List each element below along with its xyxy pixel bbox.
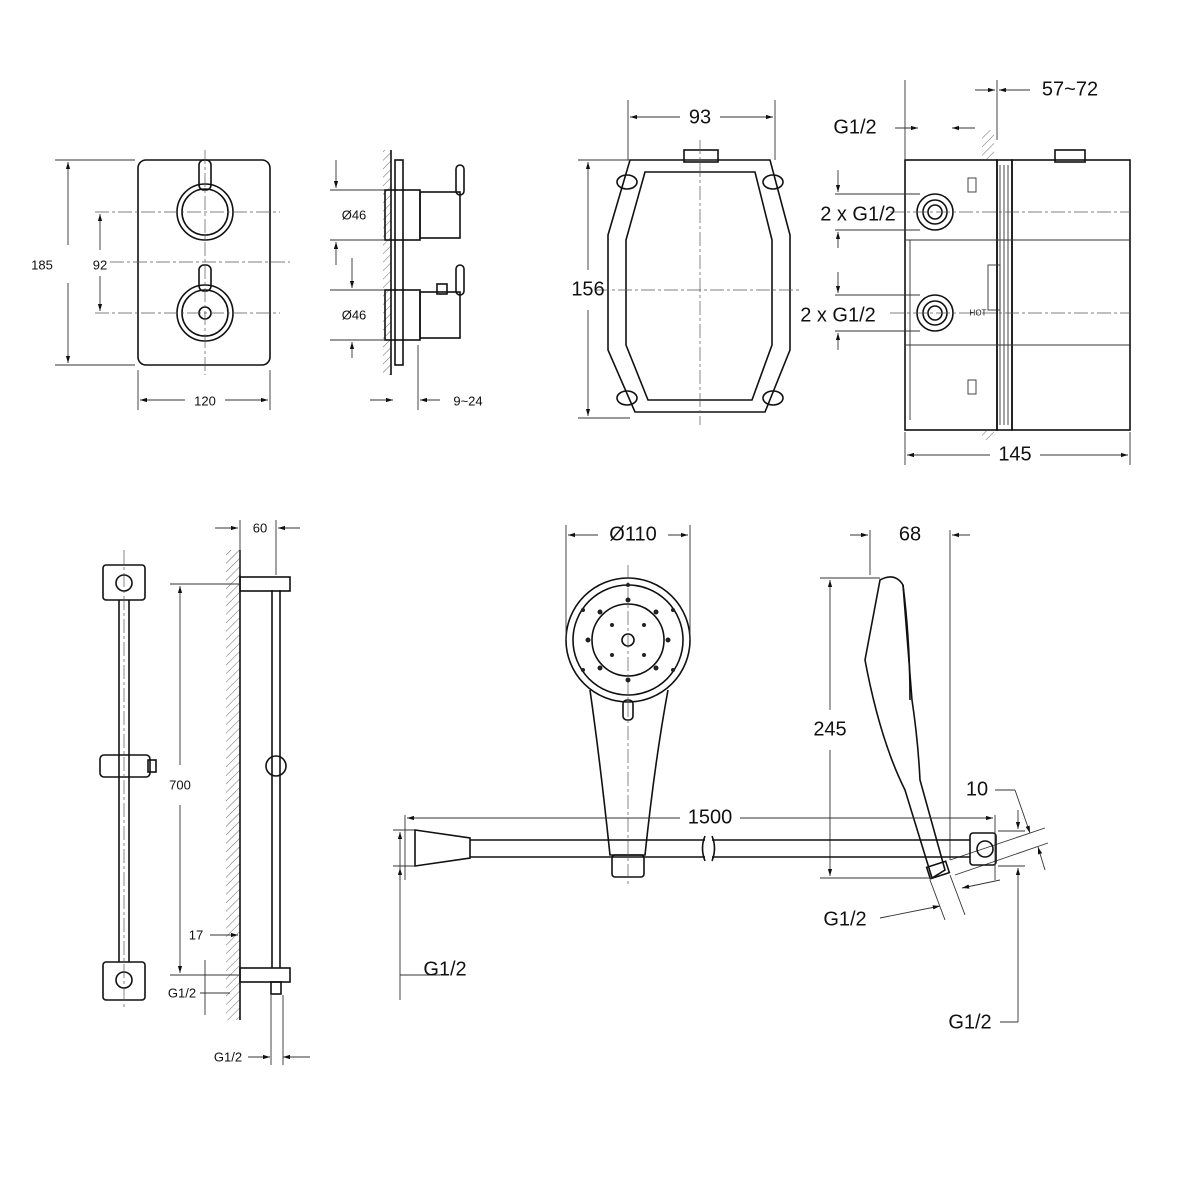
- hose-left-thread-label: G1/2: [423, 958, 467, 981]
- rail-side-view: [170, 520, 310, 1065]
- hose-right-thread-label: G1/2: [948, 1011, 992, 1034]
- thermostat-height-label: 185: [31, 257, 53, 273]
- top-port-label: G1/2: [833, 116, 877, 139]
- wall-gap-label: 17: [188, 927, 204, 943]
- handshower-front-nozzles: [581, 583, 675, 683]
- hose-drawing: [393, 810, 1025, 1023]
- head-diameter-label: Ø110: [609, 523, 657, 546]
- box-height-label: 156: [571, 278, 605, 301]
- box-side-width-label: 145: [998, 443, 1032, 466]
- knob-diameter-top-label: Ø46: [341, 207, 367, 223]
- thermostat-width-label: 120: [194, 393, 216, 409]
- rail-bottom-thread-label: G1/2: [213, 1049, 243, 1065]
- rail-length-label: 700: [169, 777, 191, 793]
- knob-diameter-bottom-label: Ø46: [341, 307, 367, 323]
- projection-label: 9~24: [453, 393, 483, 409]
- box-width-label: 93: [688, 106, 712, 129]
- hot-label: HOT: [969, 308, 987, 318]
- tip-label: 10: [965, 778, 989, 801]
- handshower-thread-label: G1/2: [823, 908, 867, 931]
- handshower-depth-label: 68: [898, 523, 922, 546]
- handshower-length-label: 245: [813, 718, 847, 741]
- box-front-view: [578, 100, 800, 425]
- handshower-front-view: [565, 525, 691, 885]
- handshower-side-view: [820, 530, 1049, 921]
- ports-lower-label: 2 x G1/2: [800, 304, 876, 327]
- rail-front-view: [99, 550, 157, 1010]
- rail-offset-label: 60: [252, 520, 268, 536]
- knob-spacing-label: 92: [92, 257, 108, 273]
- hose-length-label: 1500: [687, 806, 733, 829]
- rail-outlet-thread-label: G1/2: [167, 985, 197, 1001]
- box-side-view: [835, 80, 1131, 465]
- ports-upper-label: 2 x G1/2: [820, 203, 896, 226]
- thermostat-front-view: [55, 150, 290, 410]
- box-depth-label: 57~72: [1041, 78, 1099, 101]
- thermostat-side-view: [330, 150, 465, 410]
